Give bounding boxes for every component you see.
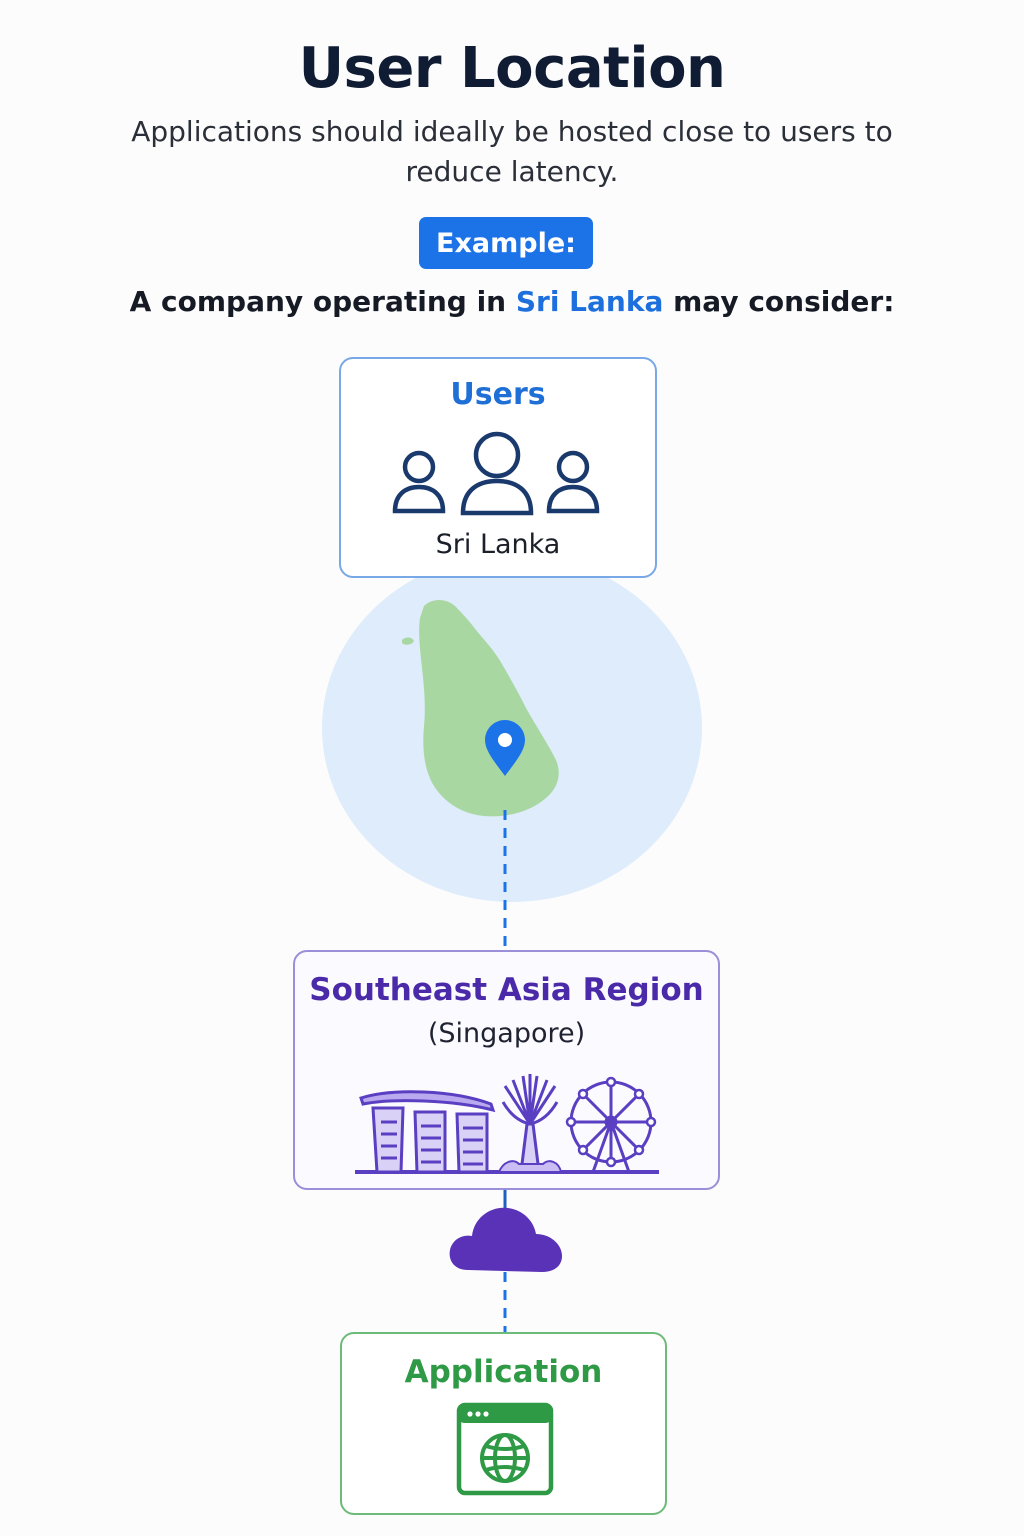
users-card: Users Sri Lanka — [339, 357, 657, 578]
page-subtitle: Applications should ideally be hosted cl… — [131, 115, 893, 188]
application-title: Application — [404, 1354, 603, 1390]
intro-highlight: Sri Lanka — [515, 285, 664, 318]
region-subtitle: (Singapore) — [427, 1018, 586, 1049]
users-group-icon — [392, 431, 600, 516]
users-location: Sri Lanka — [435, 529, 561, 560]
region-title: Southeast Asia Region — [309, 972, 704, 1008]
region-card: Southeast Asia Region (Singapore) — [293, 950, 720, 1190]
web-globe-icon — [456, 1402, 554, 1496]
page-title: User Location — [298, 36, 726, 101]
cloud-icon — [449, 1207, 562, 1272]
intro-prefix: A company operating in — [129, 285, 516, 318]
singapore-skyline-icon — [355, 1074, 659, 1174]
sri-lanka-map — [419, 600, 559, 817]
sri-lanka-islet — [402, 637, 414, 645]
location-pin-icon — [485, 720, 525, 776]
example-badge: Example: — [419, 217, 593, 269]
intro-text: A company operating in Sri Lanka may con… — [0, 285, 1024, 318]
intro-suffix: may consider: — [663, 285, 895, 318]
application-card: Application — [340, 1332, 667, 1515]
users-title: Users — [450, 377, 546, 412]
